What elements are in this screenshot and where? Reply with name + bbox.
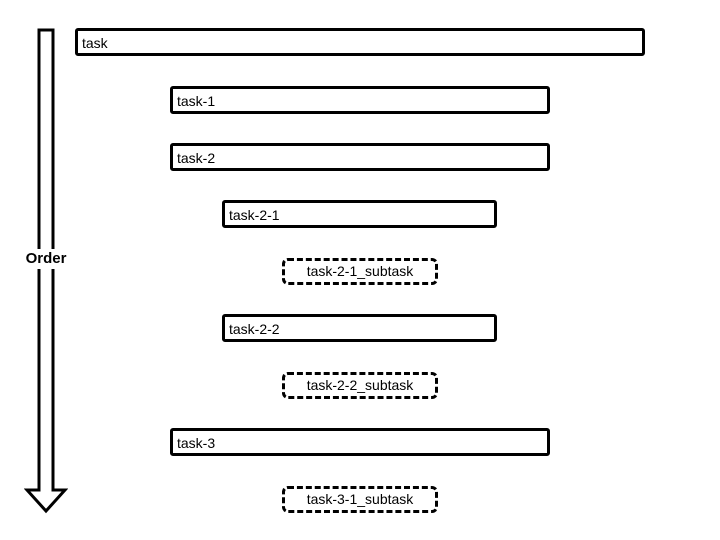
task-3-box: task-3	[170, 428, 550, 456]
task-2-1-subtask-box: task-2-1_subtask	[282, 258, 438, 285]
task-2-box: task-2	[170, 143, 550, 171]
task-2-2-box: task-2-2	[222, 314, 497, 342]
task-box: task	[75, 28, 645, 56]
task-2-2-subtask-box: task-2-2_subtask	[282, 372, 438, 399]
order-label: Order	[18, 249, 74, 269]
task-1-box: task-1	[170, 86, 550, 114]
order-arrow	[24, 28, 68, 514]
task-2-1-box: task-2-1	[222, 200, 497, 228]
task-3-1-subtask-box: task-3-1_subtask	[282, 486, 438, 513]
